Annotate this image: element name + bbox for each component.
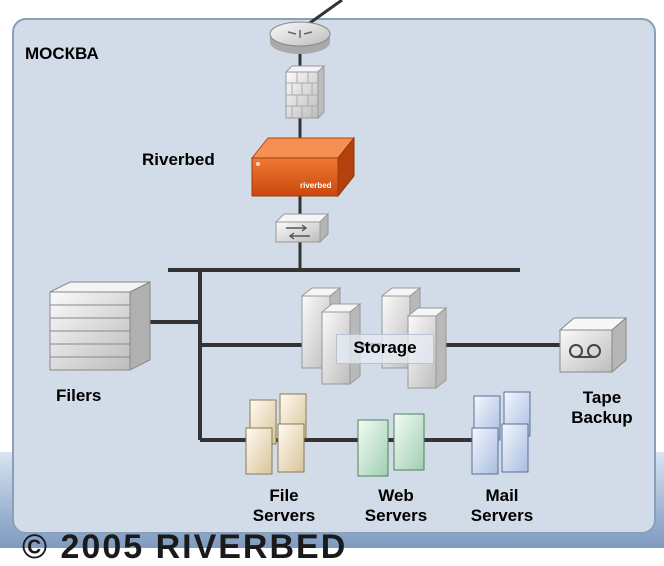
mail-servers-label: Mail Servers (462, 486, 542, 526)
tape-drive-icon (558, 316, 628, 374)
file-server-icon (245, 393, 307, 475)
watermark: © 2005 RIVERBED (22, 528, 348, 566)
router-icon (269, 21, 331, 54)
tape-backup-label: Tape Backup (562, 388, 642, 428)
tape-backup-label-line1: Tape (582, 388, 622, 407)
file-servers-label-line1: File (269, 486, 299, 505)
web-servers-label-line2: Servers (364, 506, 428, 525)
riverbed-brand-text: riverbed (300, 181, 332, 190)
mail-servers-label-line1: Mail (485, 486, 519, 505)
web-servers-label: Web Servers (356, 486, 436, 526)
mail-server-icon (471, 391, 531, 475)
tape-backup-label-line2: Backup (571, 408, 633, 427)
file-servers-label-line2: Servers (252, 506, 316, 525)
web-servers-label-line1: Web (378, 486, 414, 505)
site-label: МОСКВА (25, 44, 99, 63)
site-container (12, 18, 656, 534)
mail-servers-label-line2: Servers (470, 506, 534, 525)
riverbed-appliance-icon: riverbed (250, 136, 356, 198)
riverbed-label: Riverbed (142, 150, 215, 169)
web-server-icon (357, 413, 425, 477)
network-diagram: riverbed (49, 0, 628, 477)
switch-icon (274, 212, 330, 244)
filer-stack-icon (49, 281, 151, 371)
filers-label: Filers (56, 386, 102, 405)
file-servers-label: File Servers (244, 486, 324, 526)
firewall-icon (284, 64, 326, 120)
storage-label: Storage (336, 334, 434, 364)
